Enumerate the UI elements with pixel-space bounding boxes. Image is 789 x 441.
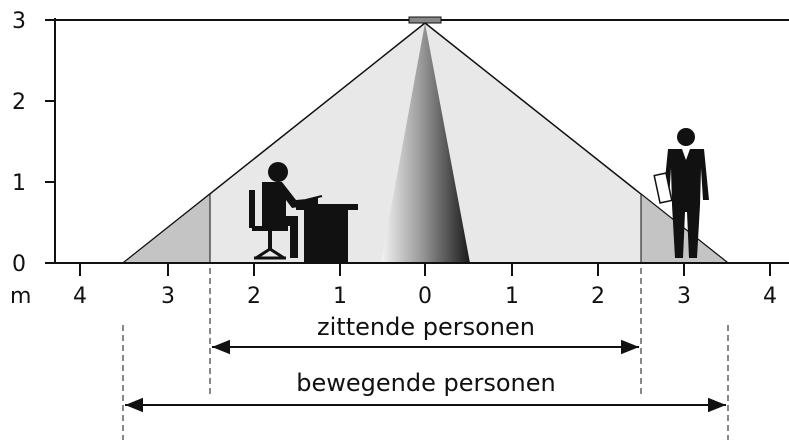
x-ticks [79, 263, 771, 276]
x-tick-label-left-3: 3 [161, 284, 175, 309]
x-tick-label-left-2: 2 [247, 284, 261, 309]
x-tick-label-right-2: 2 [591, 284, 605, 309]
y-tick-label-2: 2 [12, 90, 26, 115]
x-tick-label-center: 0 [418, 284, 432, 309]
x-axis-unit: m [10, 284, 31, 309]
x-tick-label-right-1: 1 [505, 284, 519, 309]
seated-range-label: zittende personen [317, 313, 535, 341]
y-tick-label-0: 0 [12, 252, 26, 277]
x-tick-label-right-4: 4 [763, 284, 777, 309]
x-tick-label-right-3: 3 [677, 284, 691, 309]
x-tick-label-left-4: 4 [73, 284, 87, 309]
inner-detection-cone [381, 23, 470, 263]
seated-person-at-desk-icon [249, 162, 358, 263]
moving-range-label: bewegende personen [296, 369, 555, 397]
y-tick-label-3: 3 [12, 9, 26, 34]
ceiling-sensor-icon [408, 16, 442, 24]
x-tick-label-left-1: 1 [333, 284, 347, 309]
standing-person-icon [653, 128, 709, 258]
y-tick-label-1: 1 [12, 171, 26, 196]
moving-only-zone-left [121, 192, 211, 264]
